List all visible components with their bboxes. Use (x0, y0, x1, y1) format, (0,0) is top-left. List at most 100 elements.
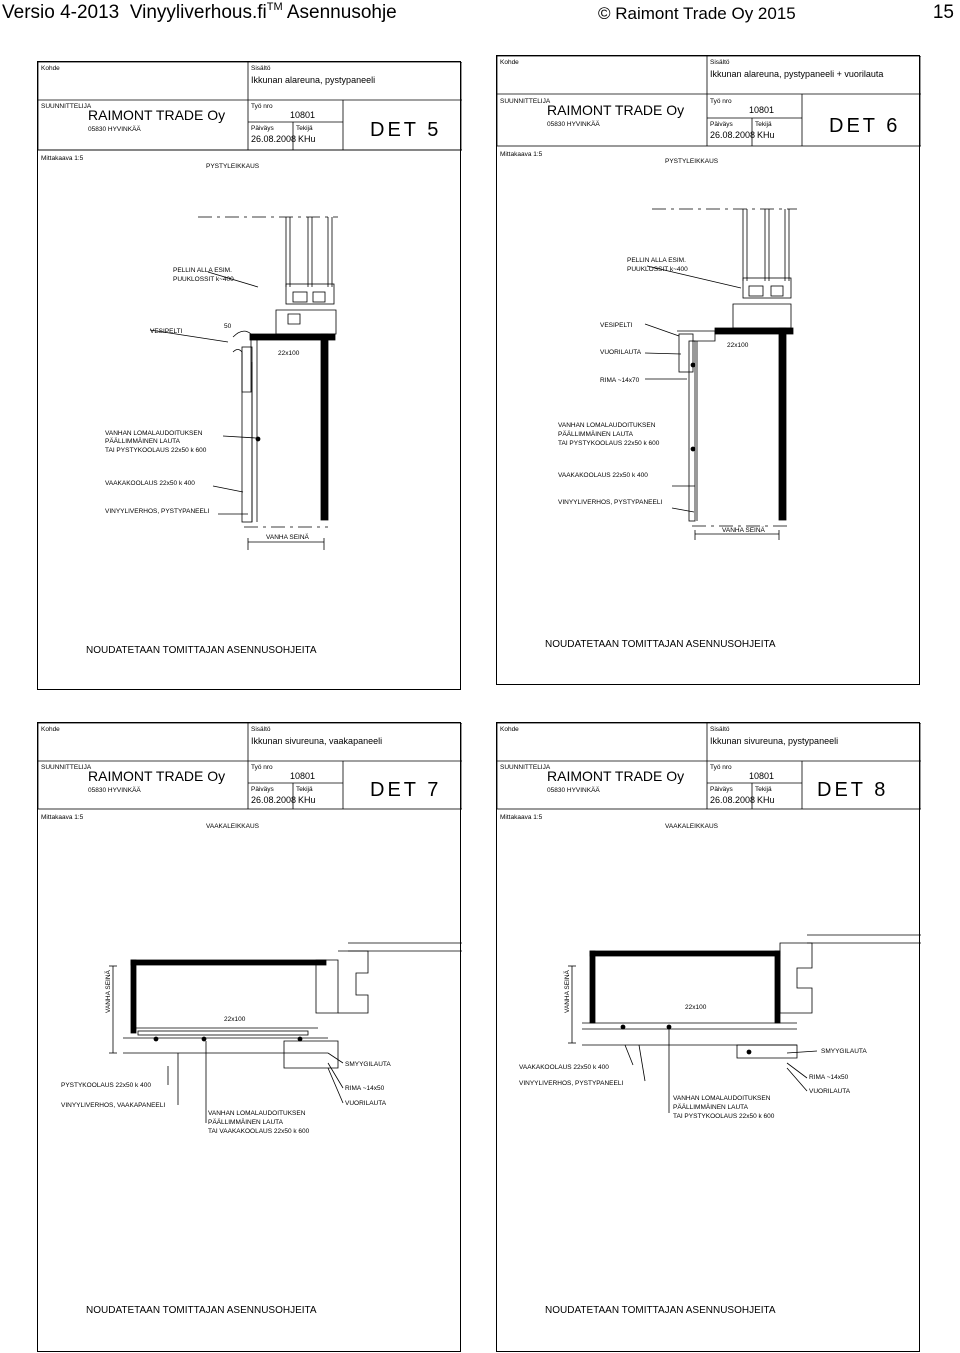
drawing-sheet-det7: Kohde Sisältö Ikkunan sivureuna, vaakapa… (37, 722, 462, 1352)
tyo-label: Työ nro (251, 764, 273, 771)
tyo-number: 10801 (749, 105, 774, 115)
sisalto-label: Sisältö (251, 726, 271, 733)
sheet-title: Ikkunan alareuna, pystypaneeli + vuorila… (710, 69, 883, 79)
label-vesipelti: VESIPELTI (600, 322, 633, 329)
tyo-number: 10801 (749, 771, 774, 781)
paivays-value: 26.08.2008 (251, 134, 296, 144)
company-name: RAIMONT TRADE Oy (547, 768, 684, 784)
det-number: DET 5 (370, 119, 441, 141)
det-number: DET 6 (829, 115, 900, 137)
drawing-sheet-det8: Kohde Sisältö Ikkunan sivureuna, pystypa… (496, 722, 921, 1352)
paivays-label: Päiväys (251, 125, 275, 132)
tekija-value: KHu (298, 795, 316, 805)
label-vanha-seina: VANHA SEINÄ (563, 969, 571, 1013)
section-drawing (149, 216, 338, 550)
kohde-label: Kohde (500, 726, 519, 733)
label-pystykoolaus: TAI PYSTYKOOLAUS 22x50 k 600 (673, 1113, 775, 1120)
title-block (497, 56, 921, 147)
paivays-value: 26.08.2008 (710, 795, 755, 805)
paivays-value: 26.08.2008 (710, 130, 755, 140)
section-view-label: VAAKALEIKKAUS (665, 823, 719, 830)
label-vaakakoolaus: VAAKAKOOLAUS 22x50 k 400 (558, 472, 648, 479)
tyo-label: Työ nro (251, 103, 273, 110)
company-address: 05830 HYVINKÄÄ (88, 786, 141, 794)
tekija-label: Tekijä (755, 786, 772, 793)
company-address: 05830 HYVINKÄÄ (88, 125, 141, 133)
company-name: RAIMONT TRADE Oy (88, 107, 225, 123)
label-vanhan-lomalaudoituksen: VANHAN LOMALAUDOITUKSEN (208, 1110, 306, 1117)
tyo-number: 10801 (290, 771, 315, 781)
drawing-det8: Kohde Sisältö Ikkunan sivureuna, pystypa… (497, 723, 921, 1316)
label-22x100: 22x100 (727, 342, 749, 349)
tekija-value: KHu (757, 795, 775, 805)
section-drawing (568, 934, 921, 1113)
section-view-label: PYSTYLEIKKAUS (206, 163, 260, 170)
installation-note: NOUDATETAAN TOMITTAJAN ASENNUSOHJEITA (545, 1305, 776, 1316)
label-rima: RIMA ~14x50 (809, 1074, 849, 1081)
label-paallimmainen-lauta: PÄÄLLIMMÄINEN LAUTA (105, 437, 181, 445)
label-vanhan-lomalaudoituksen: VANHAN LOMALAUDOITUKSEN (105, 430, 203, 437)
header-title: Versio 4-2013 Vinyyliverhous.fiTM Asennu… (2, 1, 397, 24)
suunnittelija-label: SUUNNITTELIJA (500, 98, 551, 105)
label-vaakakoolaus: VAAKAKOOLAUS 22x50 k 400 (519, 1064, 609, 1071)
paivays-label: Päiväys (710, 786, 734, 793)
header-trademark: TM (266, 1, 283, 13)
header-version: Versio 4-2013 (2, 2, 120, 23)
drawing-sheet-det5: Kohde Sisältö Ikkunan alareuna, pystypan… (37, 61, 462, 690)
label-vanhan-lomalaudoituksen: VANHAN LOMALAUDOITUKSEN (558, 422, 656, 429)
label-vinyyliverhos: VINYYLIVERHOS, PYSTYPANEELI (558, 499, 662, 506)
label-puuklossit: PUUKLOSSIT k~400 (173, 276, 234, 283)
tyo-label: Työ nro (710, 764, 732, 771)
label-vanhan-lomalaudoituksen: VANHAN LOMALAUDOITUKSEN (673, 1095, 771, 1102)
det-number: DET 7 (370, 779, 441, 801)
section-drawing (644, 208, 797, 540)
section-view-label: VAAKALEIKKAUS (206, 823, 260, 830)
label-22x100: 22x100 (278, 350, 300, 357)
label-vuorilauta: VUORILAUTA (600, 349, 642, 356)
header-site: Vinyyliverhous.fi (129, 2, 267, 23)
label-vanha-seina: VANHA SEINÄ (266, 533, 310, 541)
label-vinyyliverhos: VINYYLIVERHOS, VAAKAPANEELI (61, 1102, 165, 1109)
label-pellin-alla: PELLIN ALLA ESIM. (627, 257, 686, 264)
sheet-title: Ikkunan alareuna, pystypaneeli (251, 75, 375, 85)
label-pystykoolaus: TAI PYSTYKOOLAUS 22x50 k 600 (558, 440, 660, 447)
label-pystykoolaus: TAI PYSTYKOOLAUS 22x50 k 600 (105, 447, 207, 454)
title-block (38, 723, 462, 810)
label-vanha-seina: VANHA SEINÄ (104, 969, 112, 1013)
suunnittelija-label: SUUNNITTELIJA (41, 764, 92, 771)
paivays-value: 26.08.2008 (251, 795, 296, 805)
suunnittelija-label: SUUNNITTELIJA (41, 103, 92, 110)
drawing-det7: Kohde Sisältö Ikkunan sivureuna, vaakapa… (38, 723, 462, 1316)
company-address: 05830 HYVINKÄÄ (547, 120, 600, 128)
scale-label: Mittakaava 1:5 (500, 814, 543, 821)
label-vinyyliverhos: VINYYLIVERHOS, PYSTYPANEELI (519, 1080, 623, 1087)
label-smyygilauta: SMYYGILAUTA (821, 1048, 867, 1055)
header-doc: Asennusohje (286, 2, 397, 23)
sisalto-label: Sisältö (251, 65, 271, 72)
tekija-value: KHu (298, 134, 316, 144)
label-50: 50 (224, 323, 232, 330)
label-22x100: 22x100 (224, 1016, 246, 1023)
company-address: 05830 HYVINKÄÄ (547, 786, 600, 794)
label-vuorilauta: VUORILAUTA (345, 1100, 387, 1107)
kohde-label: Kohde (500, 59, 519, 66)
tekija-label: Tekijä (296, 786, 313, 793)
label-rima: RIMA ~14x70 (600, 377, 640, 384)
scale-label: Mittakaava 1:5 (500, 151, 543, 158)
installation-note: NOUDATETAAN TOMITTAJAN ASENNUSOHJEITA (545, 639, 776, 650)
section-view-label: PYSTYLEIKKAUS (665, 158, 719, 165)
header-copyright: © Raimont Trade Oy 2015 (598, 4, 796, 23)
page-number: 15 (932, 2, 954, 23)
label-puuklossit: PUUKLOSSIT k~400 (627, 266, 688, 273)
label-paallimmainen-lauta: PÄÄLLIMMÄINEN LAUTA (558, 430, 634, 438)
label-paallimmainen-lauta: PÄÄLLIMMÄINEN LAUTA (208, 1118, 284, 1126)
suunnittelija-label: SUUNNITTELIJA (500, 764, 551, 771)
label-22x100: 22x100 (685, 1004, 707, 1011)
title-block (497, 723, 921, 810)
label-smyygilauta: SMYYGILAUTA (345, 1061, 391, 1068)
tekija-label: Tekijä (296, 125, 313, 132)
drawing-sheet-det6: Kohde Sisältö Ikkunan alareuna, pystypan… (496, 55, 921, 685)
label-vaakakoolaus: VAAKAKOOLAUS 22x50 k 400 (105, 480, 195, 487)
label-pellin-alla: PELLIN ALLA ESIM. (173, 267, 232, 274)
tyo-number: 10801 (290, 110, 315, 120)
